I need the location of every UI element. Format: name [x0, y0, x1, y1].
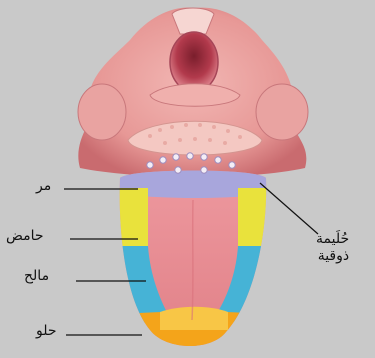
sour-zone-left — [110, 188, 148, 246]
label-taste-papilla-line2: ذوقية — [316, 248, 349, 265]
label-taste-papilla-line1: حُلَيمة — [316, 231, 349, 248]
label-taste-papilla: حُلَيمة ذوقية — [316, 231, 349, 265]
label-sweet: حلو — [36, 323, 57, 339]
label-sour: حامض — [6, 228, 44, 244]
label-salty: مالح — [24, 268, 49, 284]
sour-zone-right — [238, 188, 278, 246]
tongue — [110, 150, 280, 358]
pointer-papilla — [260, 183, 318, 234]
label-bitter: مر — [36, 178, 51, 194]
throat-structure — [78, 7, 308, 177]
